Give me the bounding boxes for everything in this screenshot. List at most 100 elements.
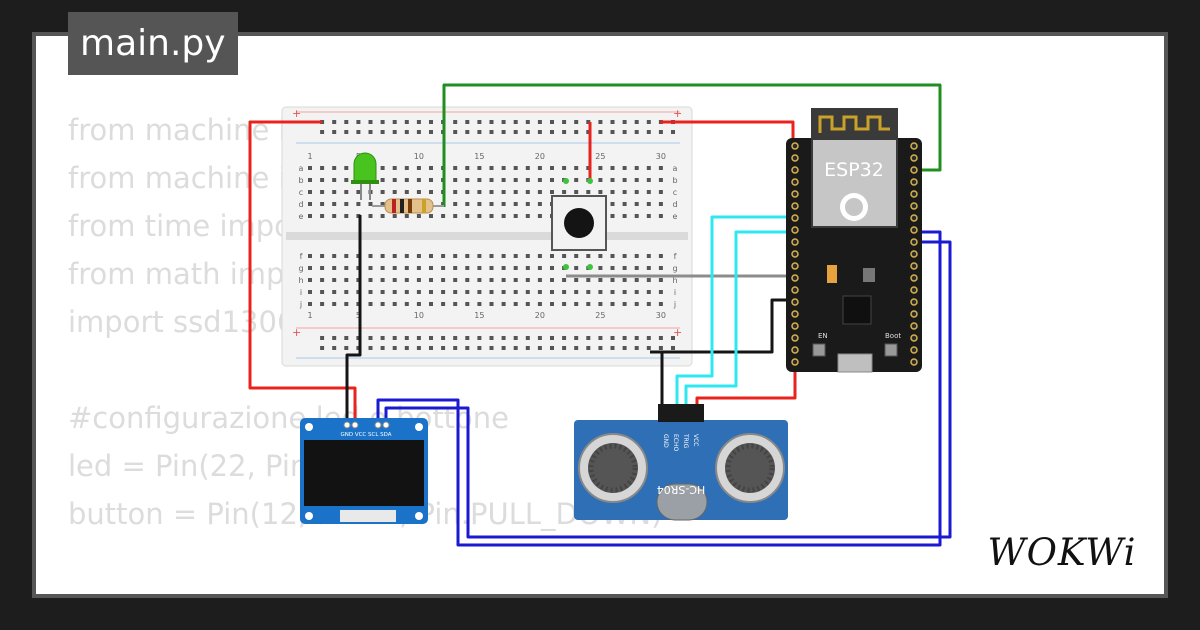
breadboard-hole [465,266,470,270]
breadboard-hole [356,278,361,282]
breadboard-hole [392,266,397,270]
breadboard-hole [308,214,312,218]
breadboard-hole [392,178,397,182]
breadboard-hole [586,130,591,134]
breadboard-hole [658,166,663,170]
esp32-header-pin[interactable] [910,250,918,258]
esp32-header-pin[interactable] [910,310,918,318]
breadboard-hole [622,130,627,134]
esp32-header-pin[interactable] [910,274,918,282]
wokwi-logo[interactable]: WOKWi [988,531,1137,574]
breadboard-hole [598,166,603,170]
esp32-header-pin[interactable] [910,226,918,234]
esp32-header-pin[interactable] [910,298,918,306]
esp32-header-pin[interactable] [791,178,799,186]
breadboard-hole [332,266,337,270]
esp32-header-pin[interactable] [910,346,918,354]
esp32-header-pin[interactable] [791,226,799,234]
breadboard-hole [356,214,361,218]
row-label-a: a [299,164,304,173]
breadboard-hole [429,214,433,218]
esp32-header-pin[interactable] [910,154,918,162]
esp32-header-pin[interactable] [910,178,918,186]
esp32-board[interactable]: ESP32 EN Boot [786,108,922,373]
breadboard-hole [501,178,506,182]
breadboard-hole [658,302,663,306]
breadboard-hole [610,278,615,282]
ultrasonic-sensor[interactable]: HC-SR04 GND ECHO TRIG VCC [574,404,788,521]
oled-pin-labels: GND VCC SCL SDA [340,432,391,438]
breadboard-hole [525,120,530,124]
esp32-header-pin[interactable] [791,154,799,162]
breadboard-hole [489,190,494,194]
push-button[interactable] [551,178,607,270]
esp32-header-pin[interactable] [791,190,799,198]
esp32-header-pin[interactable] [910,238,918,246]
esp32-header-pin[interactable] [791,166,799,174]
esp32-header-pin[interactable] [910,358,918,366]
esp32-header-pin[interactable] [791,142,799,150]
breadboard-hole [646,190,651,194]
esp32-header-pin[interactable] [791,250,799,258]
column-number-15: 15 [474,152,484,161]
breadboard-hole [574,120,579,124]
esp32-header-pin[interactable] [791,202,799,210]
breadboard-hole [356,290,361,294]
esp32-header-pin[interactable] [910,142,918,150]
breadboard-hole [441,254,446,258]
breadboard-hole [658,346,663,350]
esp32-header-pin[interactable] [791,298,799,306]
esp32-header-pin[interactable] [791,238,799,246]
breadboard-hole [513,214,518,218]
breadboard-hole [344,178,349,182]
esp32-header-pin[interactable] [910,334,918,342]
breadboard-hole [416,130,421,134]
breadboard-hole [356,130,361,134]
esp32-header-pin[interactable] [791,334,799,342]
esp32-header-pin[interactable] [791,286,799,294]
breadboard-hole [658,336,663,340]
row-label-g: g [672,264,677,273]
breadboard-hole [610,336,615,340]
breadboard-hole [429,346,433,350]
breadboard-hole [416,178,421,182]
resistor[interactable] [372,198,444,214]
file-tab[interactable]: main.py [68,12,238,75]
esp32-header-pin[interactable] [791,214,799,222]
esp32-header-pin[interactable] [910,262,918,270]
column-number-30: 30 [656,311,666,320]
breadboard-hole [416,214,421,218]
esp32-header-pin[interactable] [910,202,918,210]
esp32-header-pin[interactable] [791,358,799,366]
breadboard-hole [501,302,506,306]
oled-display[interactable]: GND VCC SCL SDA [300,418,428,524]
breadboard-hole [586,290,591,294]
breadboard-hole [634,178,639,182]
row-label-h: h [298,276,303,285]
breadboard-hole [429,302,433,306]
esp32-header-pin[interactable] [910,214,918,222]
wire-led-green [442,83,942,207]
breadboard-hole [489,120,494,124]
code-line: #configurazione del sensore ad ultrasuon… [68,586,682,594]
breadboard-hole [308,166,312,170]
led-green[interactable] [351,152,379,200]
breadboard-hole [477,278,482,282]
breadboard-hole [513,290,518,294]
breadboard-hole [320,166,325,170]
breadboard-hole [671,130,675,134]
breadboard-hole [550,346,554,350]
esp32-header-pin[interactable] [791,262,799,270]
esp32-header-pin[interactable] [791,322,799,330]
esp32-header-pin[interactable] [910,166,918,174]
esp32-header-pin[interactable] [910,286,918,294]
esp32-header-pin[interactable] [910,190,918,198]
breadboard-hole [477,254,482,258]
esp32-header-pin[interactable] [791,346,799,354]
breadboard-hole [586,254,591,258]
breadboard-hole [453,336,458,340]
esp32-header-pin[interactable] [910,322,918,330]
esp32-header-pin[interactable] [791,274,799,282]
breadboard-hole [380,278,385,282]
esp32-header-pin[interactable] [791,310,799,318]
